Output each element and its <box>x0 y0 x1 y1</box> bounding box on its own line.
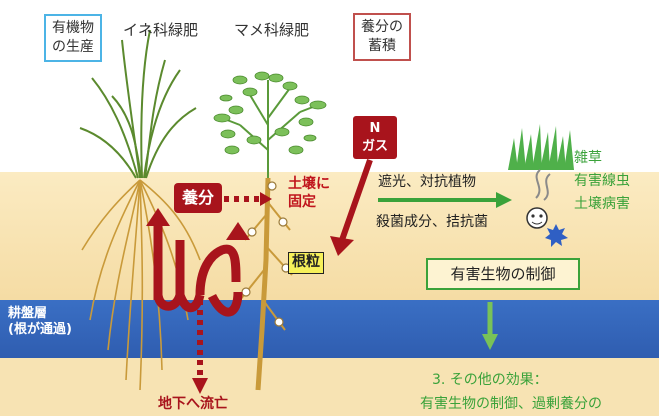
soil-fixation-arrowhead <box>260 192 272 206</box>
hardpan-label: 耕盤層 (根が通過) <box>8 306 72 338</box>
legume-taproot <box>239 177 293 391</box>
other-effects-heading: 3. その他の効果： <box>432 372 548 388</box>
soil-disease-label: 土壌病害 <box>574 196 630 212</box>
shading-label: 遮光、対抗植物 <box>378 174 476 190</box>
legume-green-manure-label: マメ科緑肥 <box>234 21 310 39</box>
legume-plant <box>213 71 327 178</box>
pathogen-icon <box>526 207 548 229</box>
nematode-icon <box>535 169 551 201</box>
sky-background <box>0 0 659 172</box>
rice-grass-leaves <box>79 29 197 179</box>
weed-grass <box>508 124 574 170</box>
leaching-arrowhead <box>192 378 208 394</box>
organic-production-box: 有機物 の生産 <box>44 14 102 62</box>
soil-fixation-label: 土壌に 固定 <box>288 176 330 210</box>
nutrient-cycle-arrows <box>153 222 243 317</box>
green-arrowhead <box>496 192 512 208</box>
nutrient-accumulation-box: 養分の 蓄積 <box>353 13 411 61</box>
n-gas-box: N ガス <box>353 116 397 160</box>
rice-green-manure-label: イネ科緑肥 <box>123 21 199 39</box>
subsoil-layer <box>0 358 659 416</box>
nematodes-label: 有害線虫 <box>574 173 630 189</box>
n-gas-arrow <box>339 159 373 241</box>
nutrients-box: 養分 <box>174 183 223 213</box>
leaching-label: 地下へ流亡 <box>158 396 228 412</box>
nodule-label: 根粒 <box>288 252 324 274</box>
pest-control-box: 有害生物の制御 <box>426 258 580 291</box>
antifungal-label: 殺菌成分、拮抗菌 <box>376 214 488 230</box>
pest-down-arrowhead <box>482 334 498 350</box>
weeds-label: 雑草 <box>574 150 602 166</box>
other-effects-text: 有害生物の制御、過剰養分の <box>420 396 602 412</box>
dotted-arrows <box>197 196 262 380</box>
n-gas-arrowhead <box>330 236 354 256</box>
spiky-germ-icon <box>545 224 568 247</box>
nutrient-arrowheads <box>146 208 250 240</box>
